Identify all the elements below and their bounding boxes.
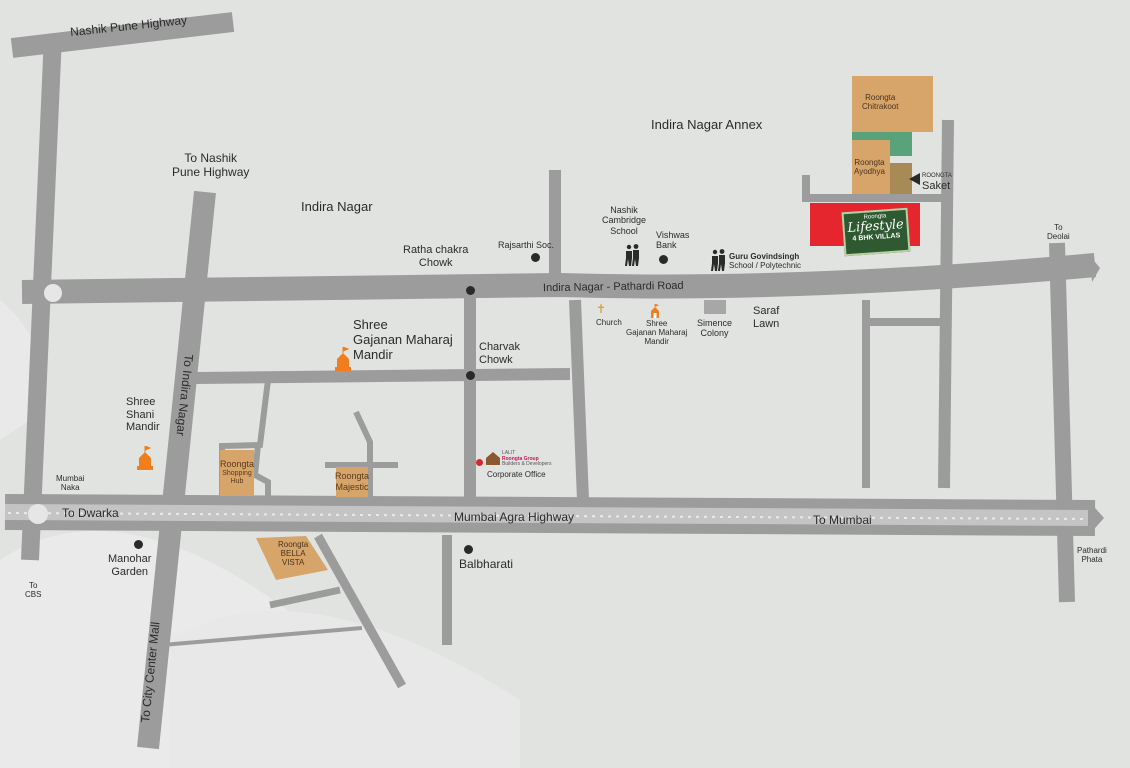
label-to-deolai: To Deolai — [1047, 223, 1070, 242]
label-manohar-garden: Manohar Garden — [108, 553, 152, 578]
label-pathardi-phata: Pathardi Phata — [1077, 546, 1107, 565]
ratha-chakra-chowk-marker — [466, 286, 475, 295]
plot-roongta-majestic: Roongta Majestic — [335, 467, 369, 497]
balbharati-marker — [464, 545, 473, 554]
label-indira-nagar-pathardi-road: Indira Nagar - Pathardi Road — [542, 279, 684, 295]
label-church: Church — [596, 318, 622, 327]
lalit-roongta-logo: LALIT Roongta Group Builders & Developer… — [502, 450, 552, 467]
label-mumbai-agra-highway: Mumbai Agra Highway — [454, 510, 575, 524]
school-children-icon — [625, 244, 639, 266]
plot-roongta-ayodhya: Roongta Ayodhya — [854, 158, 885, 177]
charvak-chowk-marker — [466, 371, 475, 380]
plot-roongta-shopping-hub: Roongta Shopping Hub — [220, 450, 254, 496]
label-ratha-chakra-chowk: Ratha chakra Chowk — [403, 244, 469, 269]
label-rajsarthi-soc: Rajsarthi Soc. — [498, 240, 555, 250]
plot-roongta-bella-vista: Roongta BELLA VISTA — [278, 540, 309, 568]
label-to-nashik-pune-highway: To Nashik Pune Highway — [172, 151, 250, 179]
label-shree-gajanan-small: Shree Gajanan Maharaj Mandir — [626, 319, 688, 347]
church-cross-icon: ✝ — [596, 302, 607, 316]
label-to-cbs: To CBS — [25, 581, 42, 600]
label-nashik-cambridge-school: Nashik Cambridge School — [602, 205, 647, 236]
label-shree-shani-mandir: Shree Shani Mandir — [126, 396, 160, 434]
vishwas-bank-marker — [659, 255, 668, 264]
label-indira-nagar-annex: Indira Nagar Annex — [651, 117, 763, 132]
roongta-lifestyle-villas-badge: Roongta Lifestyle 4 BHK VILLAS — [841, 207, 911, 257]
label-corporate-office: Corporate Office — [487, 470, 546, 479]
temple-icon — [651, 304, 660, 318]
label-charvak-chowk: Charvak Chowk — [479, 341, 520, 366]
label-vishwas-bank: Vishwas Bank — [656, 230, 690, 251]
roongta-logo-house-icon — [486, 452, 500, 465]
corporate-office-marker — [476, 459, 483, 466]
school-children-icon — [711, 249, 725, 271]
label-to-dwarka: To Dwarka — [62, 506, 119, 520]
label-indira-nagar: Indira Nagar — [301, 199, 373, 214]
label-mumbai-naka: Mumbai Naka — [56, 474, 85, 493]
label-shree-gajanan-maharaj-mandir: Shree Gajanan Maharaj Mandir — [353, 317, 453, 362]
temple-icon — [137, 446, 153, 470]
plot-roongta-bella-vista-shape — [256, 536, 328, 580]
plot-roongta-chitrakoot: Roongta Chitrakoot — [862, 93, 899, 112]
temple-icon — [335, 347, 351, 371]
label-to-mumbai: To Mumbai — [813, 513, 872, 527]
label-saraf-lawn: Saraf Lawn — [753, 305, 780, 330]
label-simence-colony: Simence Colony — [697, 318, 733, 339]
label-guru-govindsingh: Guru Govindsingh School / Polytechnic — [729, 252, 802, 271]
manohar-garden-marker — [134, 540, 143, 549]
rajsarthi-soc-marker — [531, 253, 540, 262]
label-balbharati: Balbharati — [459, 557, 514, 571]
plot-roongta-saket: ROONGTA Saket — [922, 173, 952, 192]
